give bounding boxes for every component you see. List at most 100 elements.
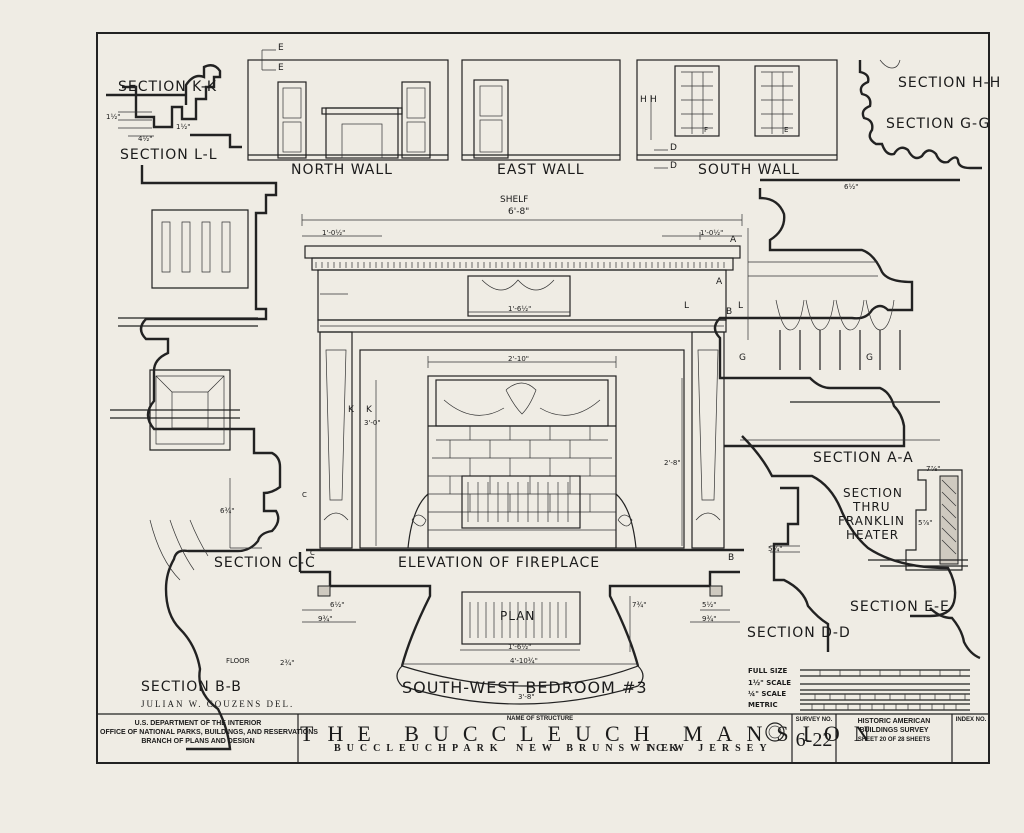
franklin-label-4: HEATER [846, 528, 900, 542]
scale-bars [800, 669, 970, 711]
section-hh-gg-profile [858, 59, 982, 170]
section-gg-label: SECTION G-G [886, 116, 991, 132]
floor-label: FLOOR [226, 657, 250, 665]
section-hh-label: SECTION H-H [898, 75, 1002, 91]
delineator-credit: JULIAN W. COUZENS DEL. [141, 699, 295, 709]
section-dd-label: SECTION D-D [747, 625, 851, 641]
marker-b2: B [728, 553, 735, 563]
marker-l2: L [738, 301, 744, 311]
franklin-label-2: THRU [853, 500, 891, 514]
location-state: NEW JERSEY [648, 743, 773, 754]
marker-d1: D [670, 143, 677, 153]
dim-base-right: 5½" [702, 601, 717, 609]
name-caption: NAME OF STRUCTURE [506, 716, 574, 722]
franklin-label-3: FRANKLIN [838, 514, 906, 528]
section-aa-label: SECTION A-A [813, 450, 914, 466]
shelf-label: SHELF [500, 195, 529, 205]
dim-plan-depth: 3'-8" [518, 693, 535, 701]
agency-line-1: U.S. DEPARTMENT OF THE INTERIOR [134, 720, 262, 727]
east-wall-label: EAST WALL [497, 162, 585, 178]
room-label: SOUTH-WEST BEDROOM #3 [402, 678, 648, 697]
north-wall-label: NORTH WALL [291, 162, 393, 178]
agency-line-3: BRANCH OF PLANS AND DESIGN [141, 738, 255, 745]
section-kk-label: SECTION K-K [118, 79, 218, 95]
dim-overall-width: 6'-8" [508, 207, 530, 217]
scale-one-half-label: 1½" SCALE [748, 679, 792, 687]
marker-h2: H [650, 95, 657, 105]
dim-sect-aa-top: 6½" [844, 183, 859, 191]
north-wall-elevation [247, 59, 449, 161]
section-ee-label: SECTION E-E [850, 599, 950, 615]
location-park: BUCCLEUCH [334, 743, 452, 754]
marker-e1: E [278, 43, 284, 53]
franklin-heater-section [868, 469, 968, 571]
dim-heater-a: 7⅞" [926, 465, 941, 473]
dim-inner-height: 2'-8" [664, 459, 681, 467]
section-bb-profile [110, 165, 282, 751]
scale-full-label: FULL SIZE [748, 667, 788, 675]
section-bb-label: SECTION B-B [141, 679, 242, 695]
east-wall-elevation [461, 59, 621, 161]
scale-metric-label: METRIC [748, 701, 778, 709]
dim-kk-b: 1½" [176, 123, 191, 131]
location-park-2: PARK [452, 743, 504, 754]
dim-heater-b: 5⅞" [918, 519, 933, 527]
marker-c2: C [310, 549, 315, 557]
dim-base-right2: 9¾" [702, 615, 717, 623]
habs-line-1: HISTORIC AMERICAN [857, 718, 931, 725]
dim-kk-a: 1½" [106, 113, 121, 121]
agency-line-2: OFFICE OF NATIONAL PARKS, BUILDINGS, AND… [100, 729, 318, 736]
fireplace-plan [298, 552, 740, 705]
dim-base-left: 6½" [330, 601, 345, 609]
fireplace-elevation [301, 214, 744, 552]
dim-base-left2: 9¾" [318, 615, 333, 623]
marker-l1: L [684, 301, 690, 311]
marker-k1: K [348, 405, 354, 415]
dim-right-return: 1'-0½" [700, 229, 724, 237]
marker-a2: A [716, 277, 723, 287]
section-dd-ee-profile [741, 435, 981, 660]
index-caption: INDEX NO. [955, 717, 987, 723]
marker-h1: H [640, 95, 647, 105]
dim-opening-width: 2'-10" [508, 355, 530, 363]
section-ll-profile [190, 133, 242, 149]
marker-b1: B [726, 307, 733, 317]
survey-caption: SURVEY NO. [795, 717, 833, 723]
south-wall-label: SOUTH WALL [698, 162, 800, 178]
survey-number: 6-22 [795, 729, 833, 751]
dim-hearth-depth: 7¾" [632, 601, 647, 609]
dim-plan-inner: 1'-6½" [508, 643, 532, 651]
sheet-border [96, 32, 990, 764]
dim-left-return: 1'-0½" [322, 229, 346, 237]
marker-g2: G [866, 353, 873, 363]
location-city: NEW BRUNSWICK [516, 743, 683, 754]
dim-frieze: 1'-6½" [508, 305, 532, 313]
dim-kk-c: 4½" [138, 135, 153, 143]
habs-line-2: BUILDINGS SURVEY [859, 727, 929, 734]
dim-opening-height: 3'-0" [364, 419, 381, 427]
structure-name: THE BUCCLEUCH MANSION [300, 721, 884, 746]
section-aa-profile [713, 178, 960, 448]
franklin-label-1: SECTION [843, 486, 903, 500]
section-cc-label: SECTION C-C [214, 555, 316, 571]
scale-quarter-label: ¼" SCALE [748, 690, 787, 698]
marker-window-e: E [784, 126, 789, 134]
elevation-label: ELEVATION OF FIREPLACE [398, 555, 601, 571]
dim-dd-a: 5¾" [768, 545, 783, 553]
marker-d2: D [670, 161, 677, 171]
plan-label: PLAN [500, 609, 536, 623]
marker-a1: A [730, 235, 737, 245]
marker-window-f: F [704, 126, 709, 134]
section-ll-label: SECTION L-L [120, 147, 218, 163]
marker-c1: C [302, 491, 307, 499]
marker-g1: G [739, 353, 746, 363]
section-kk-profile [106, 64, 222, 137]
sheet-count: SHEET 20 OF 28 SHEETS [857, 737, 931, 743]
dim-bb-b: 2¾" [280, 659, 295, 667]
dim-bb-a: 6¾" [220, 507, 235, 515]
title-block-lines [96, 713, 990, 764]
dim-plan-width: 4'-10¾" [510, 657, 538, 665]
marker-k2: K [366, 405, 372, 415]
